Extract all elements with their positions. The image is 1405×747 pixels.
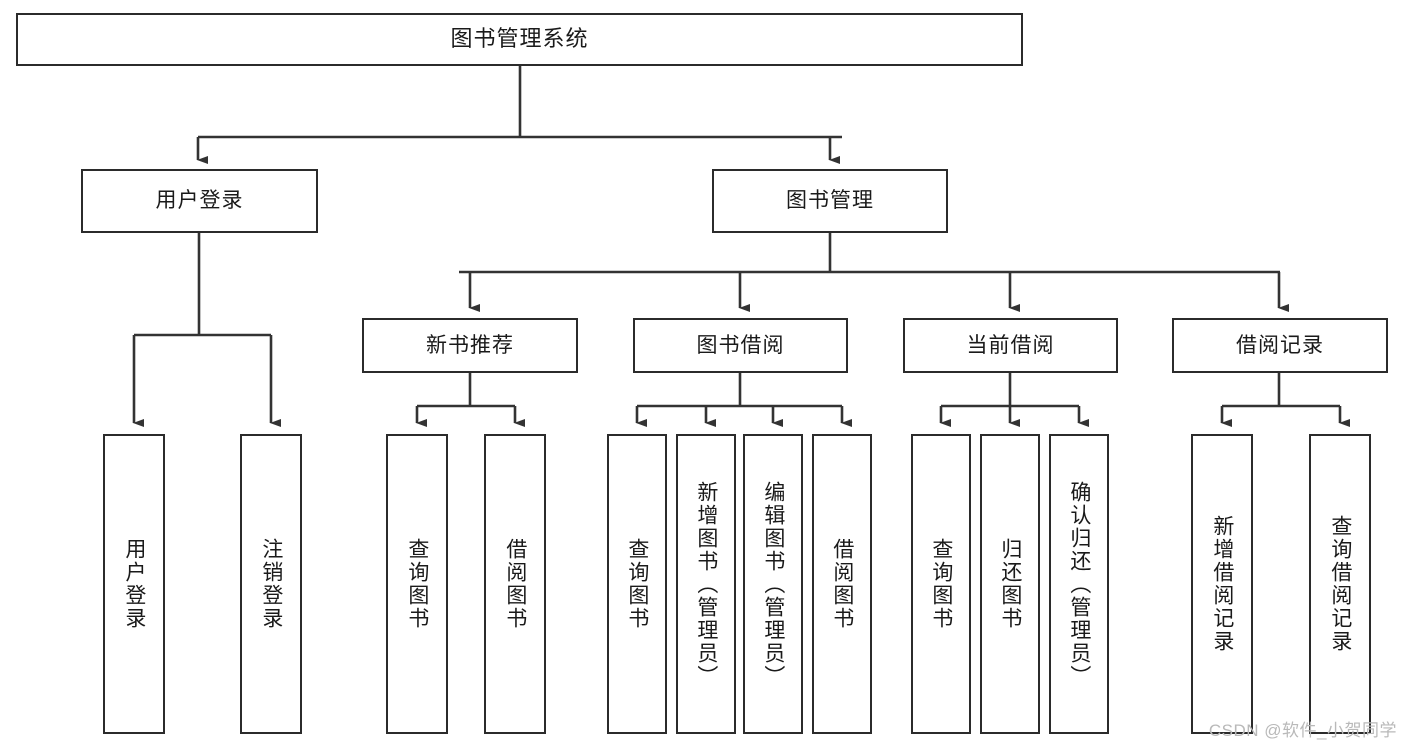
node-leaf-add-record[interactable]: 新增借阅记录 (1191, 434, 1253, 734)
node-leaf-query-book-3[interactable]: 查询图书 (911, 434, 971, 734)
node-current-borrow-label: 当前借阅 (966, 333, 1055, 357)
node-leaf-add-book-label: 新增图书（管理员） (694, 480, 718, 688)
node-leaf-confirm-return-label: 确认归还（管理员） (1067, 480, 1091, 688)
node-leaf-edit-book[interactable]: 编辑图书（管理员） (743, 434, 803, 734)
node-current-borrow[interactable]: 当前借阅 (903, 318, 1118, 373)
node-leaf-add-record-label: 新增借阅记录 (1210, 515, 1234, 653)
node-book-borrow[interactable]: 图书借阅 (633, 318, 848, 373)
node-leaf-borrow-book-2[interactable]: 借阅图书 (812, 434, 872, 734)
node-root[interactable]: 图书管理系统 (16, 13, 1023, 66)
node-leaf-borrow-book-1[interactable]: 借阅图书 (484, 434, 546, 734)
node-leaf-user-login[interactable]: 用户登录 (103, 434, 165, 734)
node-leaf-user-logout[interactable]: 注销登录 (240, 434, 302, 734)
node-user-login-label: 用户登录 (155, 189, 244, 213)
node-new-book-recommend-label: 新书推荐 (426, 333, 514, 357)
node-root-label: 图书管理系统 (450, 26, 589, 52)
node-new-book-recommend[interactable]: 新书推荐 (362, 318, 578, 373)
node-leaf-edit-book-label: 编辑图书（管理员） (761, 480, 785, 688)
node-leaf-query-book-3-label: 查询图书 (929, 538, 953, 630)
node-leaf-query-book-2[interactable]: 查询图书 (607, 434, 667, 734)
node-leaf-query-book-2-label: 查询图书 (625, 538, 649, 630)
node-leaf-borrow-book-1-label: 借阅图书 (503, 538, 527, 630)
node-leaf-query-record-label: 查询借阅记录 (1328, 515, 1352, 653)
node-leaf-query-book-1[interactable]: 查询图书 (386, 434, 448, 734)
node-leaf-query-book-1-label: 查询图书 (405, 538, 429, 630)
node-book-management-label: 图书管理 (786, 189, 874, 213)
node-leaf-confirm-return[interactable]: 确认归还（管理员） (1049, 434, 1109, 734)
node-leaf-add-book[interactable]: 新增图书（管理员） (676, 434, 736, 734)
node-leaf-return-book[interactable]: 归还图书 (980, 434, 1040, 734)
node-leaf-user-logout-label: 注销登录 (259, 538, 283, 630)
node-borrow-record-label: 借阅记录 (1236, 333, 1324, 357)
node-borrow-record[interactable]: 借阅记录 (1172, 318, 1388, 373)
node-leaf-borrow-book-2-label: 借阅图书 (830, 538, 854, 630)
node-leaf-return-book-label: 归还图书 (998, 538, 1022, 630)
node-user-login[interactable]: 用户登录 (81, 169, 318, 233)
csdn-watermark: CSDN @软件_小贺同学 (1208, 721, 1397, 740)
node-book-borrow-label: 图书借阅 (696, 333, 785, 357)
node-leaf-user-login-label: 用户登录 (122, 538, 146, 630)
node-book-management[interactable]: 图书管理 (712, 169, 948, 233)
node-leaf-query-record[interactable]: 查询借阅记录 (1309, 434, 1371, 734)
